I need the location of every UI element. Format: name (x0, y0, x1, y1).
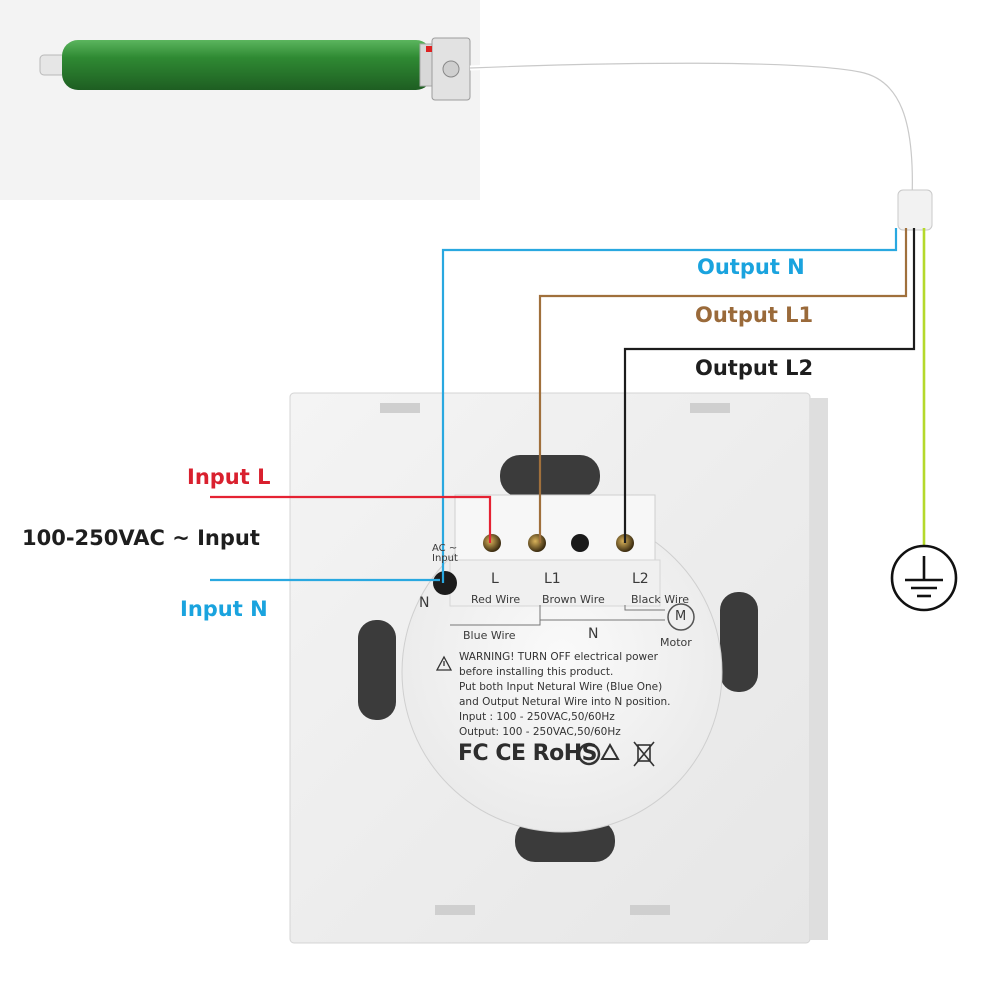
terminal-l2-label: L2 (632, 571, 649, 587)
label-input-n: Input N (180, 597, 268, 621)
warning-line-4: and Output Netural Wire into N position. (459, 696, 671, 708)
terminal-l-label: L (491, 571, 499, 587)
motor-label: Motor (660, 636, 692, 649)
warning-triangle-icon (435, 655, 453, 671)
motor-photo-background (0, 0, 480, 200)
wire-output-n (441, 228, 898, 583)
terminal-hole (571, 534, 589, 552)
label-input-l: Input L (187, 465, 271, 489)
terminal-n (433, 571, 457, 595)
terminal-n-left: N (419, 595, 430, 611)
warning-line-2: before installing this product. (459, 666, 614, 678)
switch-plate (289, 392, 828, 944)
black-wire-label: Black Wire (631, 593, 689, 606)
ac-input-line1: AC ~ (432, 543, 458, 554)
warning-line-6: Output: 100 - 250VAC,50/60Hz (459, 726, 621, 738)
label-output-n: Output N (697, 255, 805, 279)
label-output-l1: Output L1 (695, 303, 814, 327)
brown-wire-label: Brown Wire (542, 593, 605, 606)
ground-symbol-icon (890, 544, 958, 612)
terminal-l1-label: L1 (544, 571, 561, 587)
wire-output-l1 (538, 228, 908, 543)
terminal-screw-l1 (528, 534, 546, 552)
blue-wire-label: Blue Wire (463, 629, 516, 642)
warning-line-1: WARNING! TURN OFF electrical power (459, 651, 658, 663)
motor-tube-icon (39, 37, 471, 101)
certification-marks: FC CE RoHS (458, 741, 597, 766)
label-supply: 100-250VAC ~ Input (22, 526, 260, 550)
red-wire-label: Red Wire (471, 593, 521, 606)
wire-input-l (210, 495, 492, 543)
terminal-n-center: N (588, 626, 599, 642)
ac-input-line2: Input (432, 553, 458, 564)
weee-bin-icon (633, 741, 655, 767)
cable-sheath (897, 189, 933, 231)
terminal-screw-l (483, 534, 501, 552)
label-output-l2: Output L2 (695, 356, 814, 380)
wire-output-l2 (623, 228, 916, 543)
warning-line-5: Input : 100 - 250VAC,50/60Hz (459, 711, 615, 723)
motor-symbol-icon (667, 603, 695, 631)
recycle-icon (577, 742, 601, 766)
motor-symbol-letter: M (675, 609, 687, 624)
warning-line-3: Put both Input Netural Wire (Blue One) (459, 681, 663, 693)
recycle-triangle-icon (600, 742, 620, 760)
